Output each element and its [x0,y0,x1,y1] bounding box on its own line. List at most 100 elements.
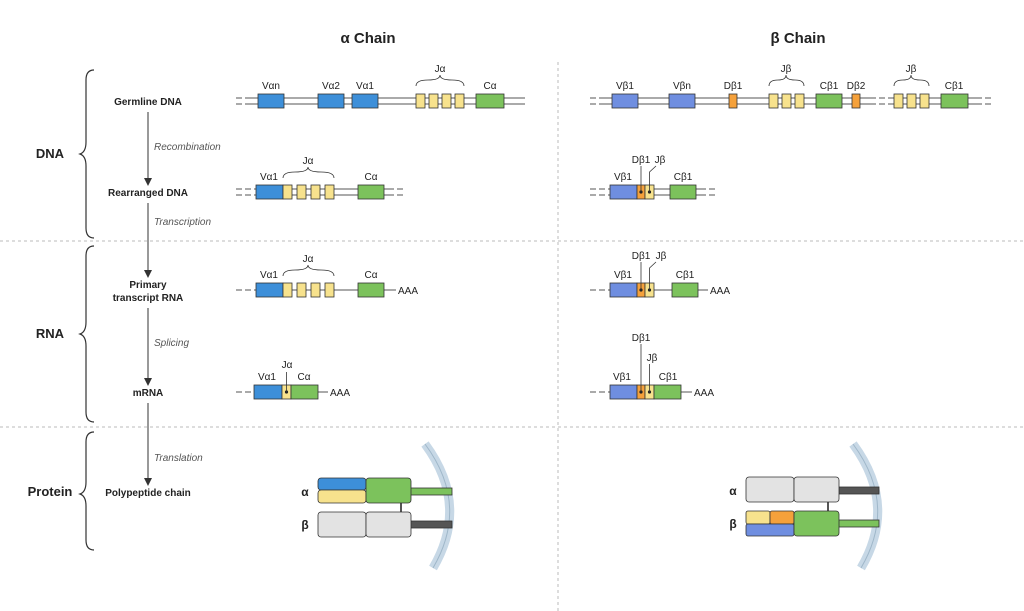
label-va-1: Vα1 [258,372,276,383]
alpha-transmembrane-tail [837,486,880,495]
ja-bracket [415,74,465,87]
label-poly-a: AAA [710,286,730,297]
label-ja: Jα [303,254,314,265]
segment-va-1 [351,93,379,109]
section-dividers [0,62,1024,611]
segment-cb-1 [940,93,969,109]
section-label-protein: Protein [28,484,73,499]
segment-ja [454,93,465,109]
stage-polypeptide-chain: Polypeptide chain [105,488,191,499]
segment-vb-n [668,93,696,109]
beta-transmembrane-tail [409,520,453,529]
alpha-constant-domain [365,477,412,504]
label-jb: Jβ [647,353,658,364]
alpha-variable-domain-j [317,489,367,504]
label-vb-1: Vβ1 [614,172,632,183]
label-db-1: Dβ1 [632,155,651,166]
label-jb: Jβ [906,64,917,75]
ja-bracket [282,166,335,179]
beta-constant-domain-grey [365,511,412,538]
section-label-dna: DNA [36,146,65,161]
segment-ja [282,282,293,298]
segment-ja [310,282,321,298]
segment-ja [296,184,307,200]
beta-variable-domain-j [745,510,771,525]
label-va-1: Vα1 [260,172,278,183]
segment-db-2 [851,93,861,109]
segment-va-1 [255,282,284,298]
label-ca: Cα [364,270,377,281]
stage-primary-transcript-line1: Primary [129,280,167,291]
segment-ca [357,184,385,200]
label-cb-1: Cβ1 [820,81,839,92]
brace-rna [78,245,95,423]
label-ja: Jα [303,156,314,167]
label-db-1: Dβ1 [632,251,651,262]
segment-cb-1 [815,93,843,109]
segment-ca [357,282,385,298]
segment-cb-1 [653,384,682,400]
segment-va-1 [253,384,283,400]
label-db-1: Dβ1 [724,81,743,92]
brace-protein [78,431,95,551]
alpha-rearranged-dna: Vα1 Jα Cα [236,156,404,200]
segment-ja [282,184,293,200]
stage-rearranged-dna: Rearranged DNA [108,188,188,199]
cell-membrane-edge [424,443,451,569]
label-ja: Jα [435,64,446,75]
ja-bracket [282,264,335,277]
alpha-variable-domain-grey [745,476,795,503]
label-jb: Jβ [655,155,666,166]
label-ca: Cα [483,81,496,92]
beta-variable-domain-d [769,510,795,525]
label-cb-1: Cβ1 [676,270,695,281]
segment-jb [893,93,904,109]
segment-jb [794,93,805,109]
label-ja: Jα [282,360,293,371]
stage-primary-transcript-line2: transcript RNA [113,293,184,304]
segment-jb [768,93,779,109]
section-braces [78,69,95,551]
protein-label-alpha: α [729,484,737,498]
alpha-primary-transcript: Vα1 Jα Cα AAA [236,254,418,298]
jb-bracket [768,74,805,87]
protein-label-beta: β [301,518,308,532]
beta-primary-transcript: Dβ1 Jβ Vβ1 Cβ1 AAA [590,251,730,298]
protein-label-beta: β [729,517,736,531]
beta-variable-domain-grey [317,511,367,538]
label-jb: Jβ [656,251,667,262]
stage-germline-dna: Germline DNA [114,97,182,108]
segment-ja [441,93,452,109]
segment-cb-1 [671,282,699,298]
process-splicing: Splicing [154,338,189,349]
jb-pointer [649,165,657,192]
section-label-rna: RNA [36,326,65,341]
jb-pointer [649,261,657,290]
label-vb-n: Vβn [673,81,691,92]
alpha-germline-dna: Vαn Vα2 Vα1 Jα Cα [236,64,525,109]
beta-germline-dna: Vβ1 Vβn Dβ1 Jβ Cβ1 Dβ2 Jβ Cβ1 [590,64,992,109]
beta-mrna: Dβ1 Jβ Vβ1 Cβ1 AAA [590,333,714,400]
segment-jb [781,93,792,109]
label-poly-a: AAA [694,388,714,399]
segment-db-1 [728,93,738,109]
segment-cb-1 [669,184,697,200]
segment-vb-1 [609,282,638,298]
beta-protein: α β [729,441,883,571]
label-va-1: Vα1 [260,270,278,281]
segment-vb-1 [609,184,638,200]
cell-membrane-edge [852,443,879,569]
alpha-constant-domain-grey [793,476,840,503]
segment-ja [415,93,426,109]
alpha-protein: α β [301,441,455,571]
label-vb-1: Vβ1 [616,81,634,92]
label-ca: Cα [297,372,310,383]
alpha-mrna: Jα Vα1 Cα AAA [236,360,350,400]
segment-ja [428,93,439,109]
label-db-1: Dβ1 [632,333,651,344]
alpha-variable-domain-v [317,477,367,491]
segment-va-2 [317,93,345,109]
segment-vb-1 [611,93,639,109]
process-transcription: Transcription [154,217,211,228]
